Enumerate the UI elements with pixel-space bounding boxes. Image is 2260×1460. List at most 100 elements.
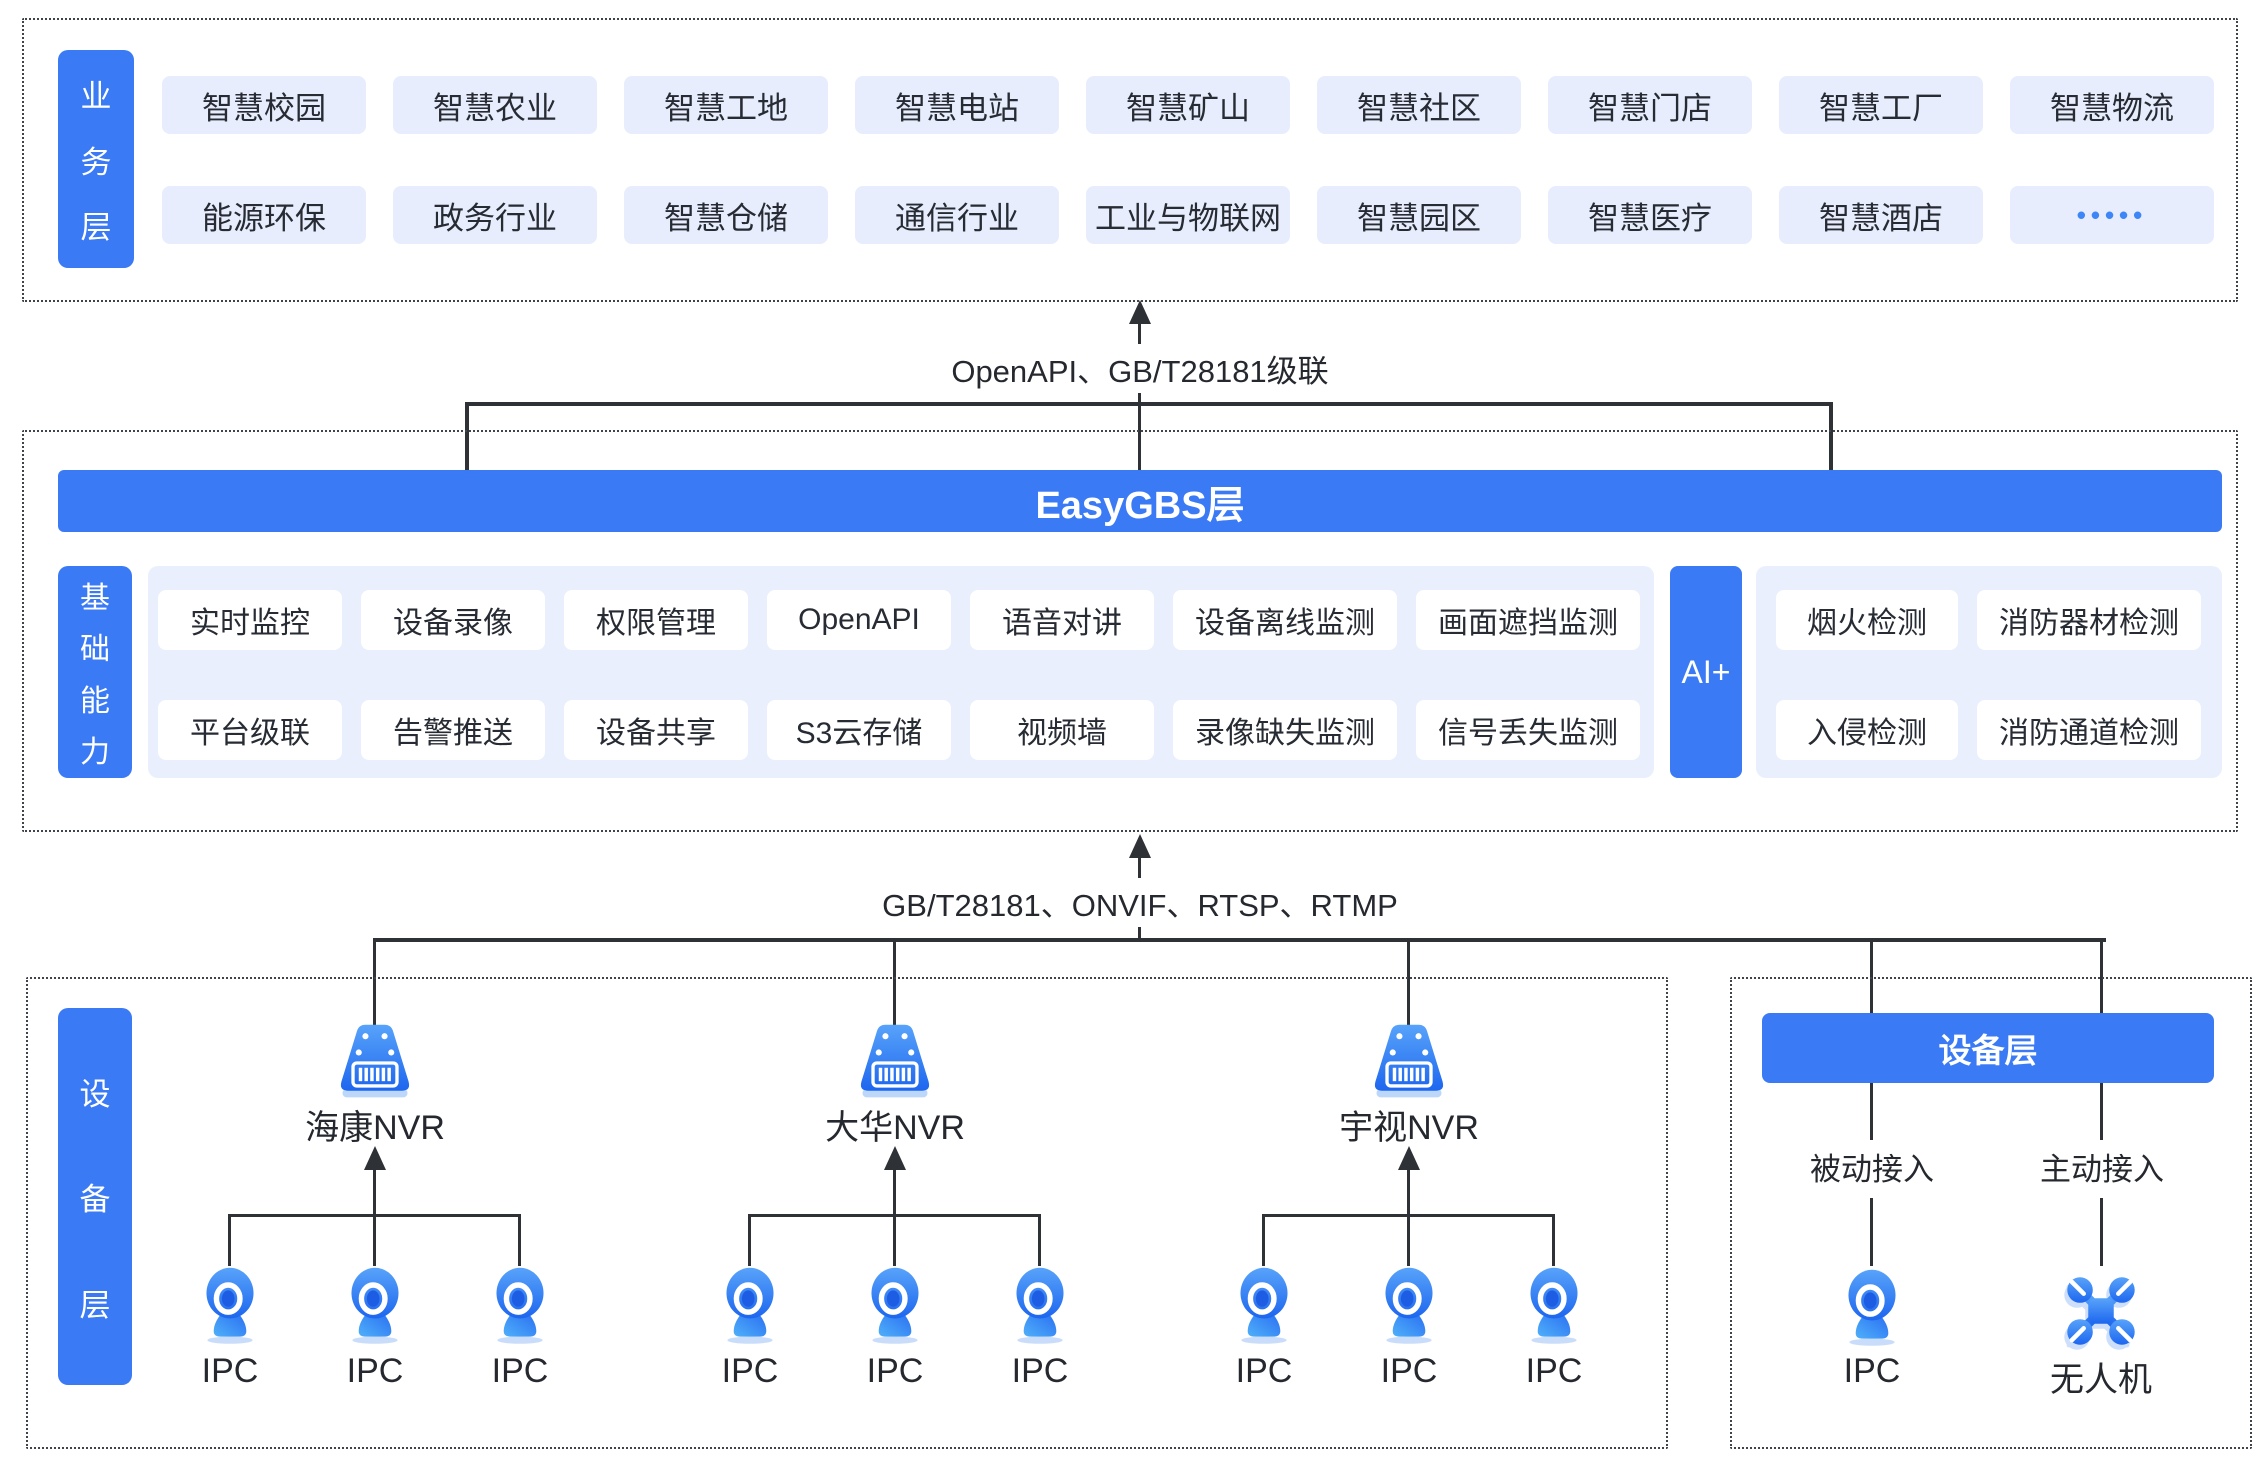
easygbs-banner: EasyGBS层 xyxy=(58,470,2222,532)
capability-chip: 实时监控 xyxy=(158,590,342,650)
bracket-line xyxy=(375,938,2106,942)
nvr-label: 宇视NVR xyxy=(1339,1109,1479,1147)
connector-line xyxy=(2100,1198,2103,1266)
bracket-line xyxy=(750,1214,1040,1217)
easygbs-layer-panel xyxy=(22,430,2238,832)
ipc-camera-icon xyxy=(1516,1262,1592,1346)
connector-line xyxy=(2100,1083,2103,1140)
ai-chip: 烟火检测 xyxy=(1776,590,1958,650)
business-chip: 智慧仓储 xyxy=(624,186,828,244)
ipc-camera-icon xyxy=(857,1262,933,1346)
ipc-label: IPC xyxy=(346,1352,404,1390)
capability-chip: 录像缺失监测 xyxy=(1173,700,1397,760)
capability-chip: 语音对讲 xyxy=(970,590,1154,650)
device-layer-label: 设备层 xyxy=(58,1008,132,1385)
connector-line xyxy=(373,1168,376,1266)
capability-chip: 权限管理 xyxy=(564,590,748,650)
ipc-camera-icon xyxy=(1226,1262,1302,1346)
business-chip: 能源环保 xyxy=(162,186,366,244)
ai-chip: 消防通道检测 xyxy=(1977,700,2201,760)
capability-chip: OpenAPI xyxy=(767,590,951,650)
ipc-camera-icon xyxy=(1002,1262,1078,1346)
capability-chip: S3云存储 xyxy=(767,700,951,760)
ai-row: 入侵检测 消防通道检测 xyxy=(1776,700,2201,760)
bracket-drop-line xyxy=(518,1214,521,1266)
business-chip: 智慧园区 xyxy=(1317,186,1521,244)
capability-chip: 告警推送 xyxy=(361,700,545,760)
bracket-drop-line xyxy=(465,402,469,470)
access-label: 被动接入 xyxy=(1777,1144,1967,1189)
ipc-label: IPC xyxy=(201,1352,259,1390)
business-chip: 政务行业 xyxy=(393,186,597,244)
capability-chip: 设备离线监测 xyxy=(1173,590,1397,650)
up-arrow-icon xyxy=(1129,300,1151,324)
connector-line xyxy=(893,1168,896,1266)
bracket-drop-line xyxy=(1829,402,1833,470)
bracket-line xyxy=(467,402,1833,406)
business-chip: 智慧物流 xyxy=(2010,76,2214,134)
business-chip: 智慧工地 xyxy=(624,76,828,134)
connector-line xyxy=(1407,1168,1410,1266)
business-chip: 智慧工厂 xyxy=(1779,76,1983,134)
ipc-label: IPC xyxy=(1843,1352,1901,1390)
up-arrow-icon xyxy=(1398,1146,1420,1170)
device-layer-banner: 设备层 xyxy=(1762,1013,2214,1083)
capability-chip: 信号丢失监测 xyxy=(1416,700,1640,760)
capability-row: 平台级联 告警推送 设备共享 S3云存储 视频墙 录像缺失监测 信号丢失监测 xyxy=(158,700,1640,760)
capability-row: 实时监控 设备录像 权限管理 OpenAPI 语音对讲 设备离线监测 画面遮挡监… xyxy=(158,590,1640,650)
ipc-camera-icon xyxy=(192,1262,268,1346)
capability-chip: 视频墙 xyxy=(970,700,1154,760)
bracket-drop-line xyxy=(2100,938,2103,1015)
ipc-label: IPC xyxy=(1525,1352,1583,1390)
ipc-camera-icon xyxy=(337,1262,413,1346)
business-chip-grid: 智慧校园 智慧农业 智慧工地 智慧电站 智慧矿山 智慧社区 智慧门店 智慧工厂 … xyxy=(162,76,2214,244)
business-chip: 通信行业 xyxy=(855,186,1059,244)
business-chip: 智慧酒店 xyxy=(1779,186,1983,244)
ai-chip: 消防器材检测 xyxy=(1977,590,2201,650)
ipc-label: IPC xyxy=(1011,1352,1069,1390)
up-arrow-icon xyxy=(1129,834,1151,858)
ipc-label: IPC xyxy=(866,1352,924,1390)
capability-chip: 平台级联 xyxy=(158,700,342,760)
bracket-line xyxy=(1264,1214,1554,1217)
bracket-drop-line xyxy=(1870,938,1873,1015)
nvr-icon xyxy=(847,1020,943,1106)
drone-icon xyxy=(2060,1270,2142,1352)
drone-label: 无人机 xyxy=(2050,1361,2152,1399)
access-label: 主动接入 xyxy=(2007,1144,2197,1189)
capability-chip: 设备录像 xyxy=(361,590,545,650)
business-chip: 工业与物联网 xyxy=(1086,186,1290,244)
nvr-icon xyxy=(327,1020,423,1106)
business-chip: 智慧门店 xyxy=(1548,76,1752,134)
business-chip: 智慧电站 xyxy=(855,76,1059,134)
bracket-drop-line xyxy=(228,1214,231,1266)
bracket-drop-line xyxy=(373,938,376,1026)
ipc-camera-icon xyxy=(1834,1264,1910,1348)
ipc-label: IPC xyxy=(491,1352,549,1390)
business-chip: 智慧矿山 xyxy=(1086,76,1290,134)
capability-chip: 画面遮挡监测 xyxy=(1416,590,1640,650)
business-layer-label: 业务层 xyxy=(58,50,134,268)
bracket-drop-line xyxy=(1038,1214,1041,1266)
protocol-label: GB/T28181、ONVIF、RTSP、RTMP xyxy=(866,878,1414,927)
ipc-label: IPC xyxy=(1235,1352,1293,1390)
ipc-camera-icon xyxy=(1371,1262,1447,1346)
device-layer-panel-right xyxy=(1730,977,2252,1449)
connector-line xyxy=(1138,324,1141,470)
ipc-camera-icon xyxy=(712,1262,788,1346)
capability-chip: 设备共享 xyxy=(564,700,748,760)
ai-chip: 入侵检测 xyxy=(1776,700,1958,760)
business-chip: 智慧医疗 xyxy=(1548,186,1752,244)
business-chip: 智慧校园 xyxy=(162,76,366,134)
bracket-drop-line xyxy=(1262,1214,1265,1266)
bracket-line xyxy=(230,1214,520,1217)
up-arrow-icon xyxy=(364,1146,386,1170)
ai-row: 烟火检测 消防器材检测 xyxy=(1776,590,2201,650)
nvr-label: 大华NVR xyxy=(825,1109,965,1147)
base-capability-label: 基础能力 xyxy=(58,566,132,778)
device-layer-panel-left xyxy=(26,977,1668,1449)
up-arrow-icon xyxy=(884,1146,906,1170)
business-chip-more-dots: ••••• xyxy=(2010,186,2214,244)
nvr-label: 海康NVR xyxy=(305,1109,445,1147)
